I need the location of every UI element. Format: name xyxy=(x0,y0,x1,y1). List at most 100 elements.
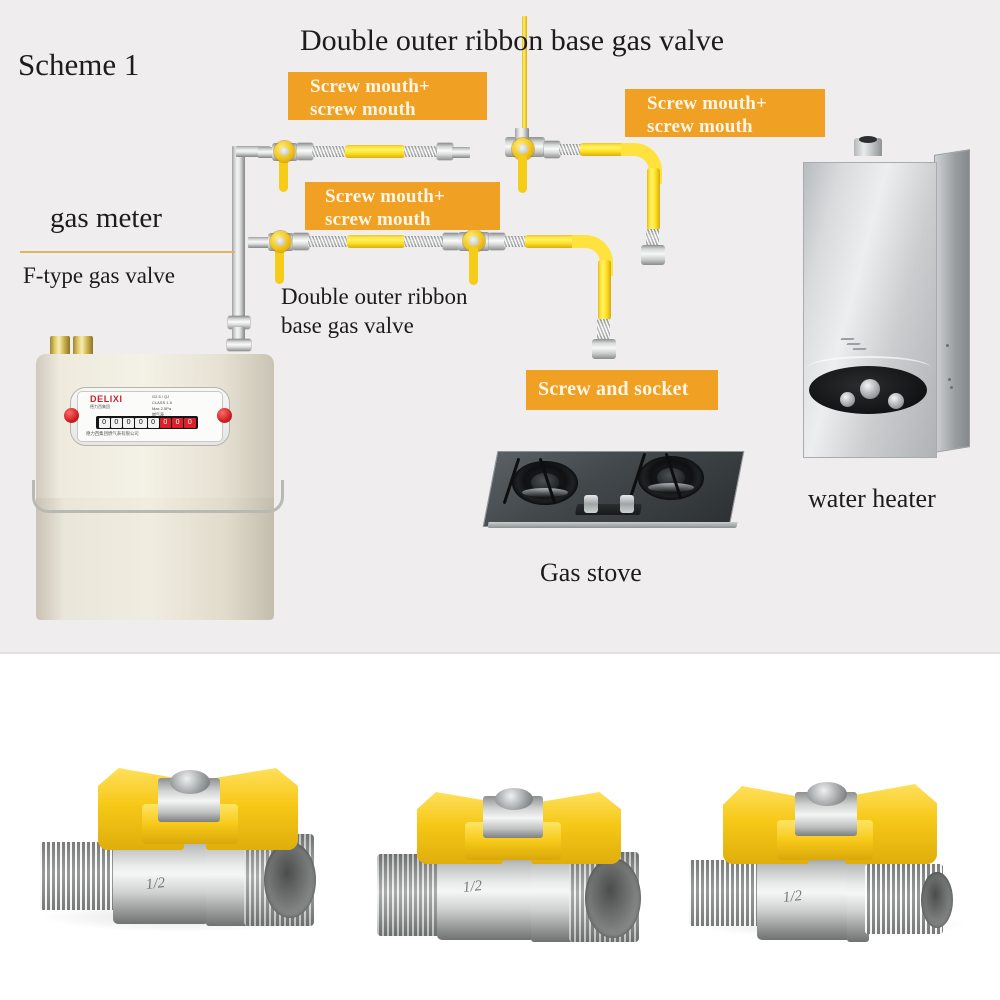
meter-knob-left xyxy=(64,408,79,423)
meter-carry-handle xyxy=(32,480,284,513)
lower-hose1-braid-right xyxy=(404,236,444,247)
riser-nut-lower xyxy=(227,339,251,351)
valve3-hex xyxy=(847,852,869,942)
lower-hose1-nut-left xyxy=(293,233,309,250)
meter-inlet-right xyxy=(73,336,93,358)
upper-hose2-yellow-vertical xyxy=(647,168,660,230)
meter-housing-lower xyxy=(36,498,274,620)
installation-diagram-panel: DELIXI 德力西集团 G2.5 / QJ CLASS 1.5 Max 2.5… xyxy=(0,0,1000,654)
upper-branch-stub xyxy=(258,147,276,158)
upper-mid-pipe xyxy=(452,147,470,158)
callout-tag-screw-mouth-3: Screw mouth+ screw mouth xyxy=(305,182,500,230)
riser-nut-upper xyxy=(228,316,250,329)
meter-digit: 0 xyxy=(98,417,110,428)
heater-face-curve xyxy=(807,356,931,380)
callout-tag-screw-and-socket: Screw and socket xyxy=(526,370,718,410)
ball-valve-male-male: 1/2 xyxy=(665,654,998,1000)
upper-valve-hub-center-1 xyxy=(280,147,289,156)
upper-hose2-braid-end xyxy=(646,229,659,247)
lower-branch-stub xyxy=(248,237,274,248)
gas-stove xyxy=(480,443,745,543)
lower-valve-lever-2[interactable] xyxy=(469,247,478,285)
upper-valve-lever-1[interactable] xyxy=(279,156,288,192)
scheme-title: Scheme 1 xyxy=(18,47,140,82)
meter-inlet-left xyxy=(50,336,70,358)
heater-knob-center[interactable] xyxy=(860,379,880,399)
upper-hose1-nut-left xyxy=(297,143,313,160)
stove-front-edge xyxy=(487,522,738,528)
upper-hose1-nut-right xyxy=(437,143,453,160)
heater-vent-2 xyxy=(846,343,861,345)
riser-top-elbow xyxy=(236,146,270,157)
upper-hose2-endcap xyxy=(641,245,665,265)
valve1-stem-top xyxy=(170,770,210,794)
meter-digit: 0 xyxy=(159,417,171,428)
lower-valve-hub-center-2 xyxy=(469,236,479,246)
f-type-valve-label: F-type gas valve xyxy=(23,263,176,288)
valve2-size-marking: 1/2 xyxy=(462,878,483,896)
lower-valve-lever-1[interactable] xyxy=(275,246,284,284)
burner-cap-right xyxy=(657,468,685,487)
heater-side-dot-2 xyxy=(948,378,951,381)
water-heater-label: water heater xyxy=(808,484,936,513)
gas-meter: DELIXI 德力西集团 G2.5 / QJ CLASS 1.5 Max 2.5… xyxy=(18,330,288,620)
heater-vent-1 xyxy=(840,338,855,340)
valve3-male-bore-right xyxy=(921,872,953,928)
double-ribbon-valve-label: Double outer ribbon base gas valve xyxy=(281,284,468,338)
heater-knob-right[interactable] xyxy=(888,393,904,409)
valve3-body xyxy=(757,852,853,940)
upper-hose2-nut xyxy=(544,141,560,158)
diagram-title: Double outer ribbon base gas valve xyxy=(300,24,725,57)
lower-hose2-braid-end xyxy=(597,319,610,341)
meter-brand-sub: 德力西集团 xyxy=(90,404,110,409)
meter-digit: 0 xyxy=(135,417,147,428)
ball-valve-male-female: 1/2 xyxy=(10,654,343,1000)
heater-flue xyxy=(854,138,882,156)
valve3-male-thread-left xyxy=(689,860,763,926)
lower-valve-hub-center-1 xyxy=(276,237,285,246)
gas-stove-label: Gas stove xyxy=(540,558,642,587)
upper-hose1-yellow xyxy=(345,145,405,158)
water-heater xyxy=(795,130,980,470)
ball-valve-female-female: 1/2 xyxy=(345,654,678,1000)
lower-hose1-yellow xyxy=(347,235,405,248)
valve1-size-marking: 1/2 xyxy=(145,875,166,893)
meter-digit: 0 xyxy=(147,417,159,428)
burner-cap-left xyxy=(531,473,559,492)
lower-hose2-yellow-horizontal xyxy=(525,235,573,248)
callout-tag-screw-mouth-1: Screw mouth+ screw mouth xyxy=(288,72,487,120)
valve2-female-bore-right xyxy=(585,858,641,938)
meter-digit: 0 xyxy=(184,417,196,428)
meter-digit: 0 xyxy=(123,417,135,428)
stove-burner-left xyxy=(512,461,578,505)
upper-standpipe-yellow xyxy=(522,16,527,134)
product-photo-panel: 1/2 1/2 xyxy=(0,654,1000,1000)
riser-pipe-vertical xyxy=(232,146,245,322)
valve1-male-thread xyxy=(40,842,118,910)
upper-valve-lever-2[interactable] xyxy=(518,155,527,193)
upper-hose2-braid xyxy=(559,144,581,155)
panel-divider xyxy=(0,652,1000,654)
burner-glint-right xyxy=(648,483,694,492)
lower-hose2-yellow-vertical xyxy=(598,260,611,320)
stove-knob-right[interactable] xyxy=(620,495,634,513)
upper-hose2-yellow-horizontal xyxy=(580,143,622,156)
lower-hose2-braid xyxy=(504,236,526,247)
valve3-size-marking: 1/2 xyxy=(782,888,803,906)
heater-side-dot-3 xyxy=(950,386,953,389)
valve3-stem-top xyxy=(807,782,847,806)
lower-hose1-braid-left xyxy=(308,236,348,247)
meter-spec-text: G2.5 / QJ CLASS 1.5 Max 2.5Pa 燃气表 xyxy=(152,394,172,417)
valve2-body xyxy=(437,850,535,940)
heater-knob-left[interactable] xyxy=(840,392,855,407)
meter-brand: DELIXI xyxy=(90,394,123,404)
lower-hose2-endcap xyxy=(592,339,616,359)
valve1-female-bore xyxy=(264,842,316,918)
meter-knob-right xyxy=(217,408,232,423)
heater-side-dot-1 xyxy=(946,344,949,347)
heater-flue-opening xyxy=(859,136,877,143)
heater-side-panel xyxy=(934,149,970,453)
upper-valve-hub-center-2 xyxy=(518,144,528,154)
stove-knob-left[interactable] xyxy=(584,495,598,513)
